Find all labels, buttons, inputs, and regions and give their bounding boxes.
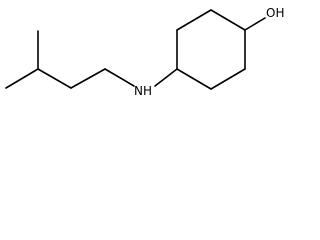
ring-bond-3 xyxy=(210,9,246,31)
amine-label: NH xyxy=(134,84,152,98)
bond-methyl-left xyxy=(5,68,39,89)
ring-bond-6 xyxy=(176,68,212,90)
ring-bond-5 xyxy=(210,68,246,90)
structure-diagram: NH OH xyxy=(0,0,298,107)
bond-n-ring xyxy=(154,68,178,87)
skeletal-formula: NH OH xyxy=(5,6,284,98)
bond-ch2-n xyxy=(104,68,135,87)
hydroxyl-label: OH xyxy=(266,6,284,20)
bond-branch-ch2 xyxy=(37,68,72,89)
ring-bond-2 xyxy=(176,9,212,31)
bond-ch2-ch2 xyxy=(70,68,106,89)
bond-ring-oh xyxy=(244,17,266,31)
